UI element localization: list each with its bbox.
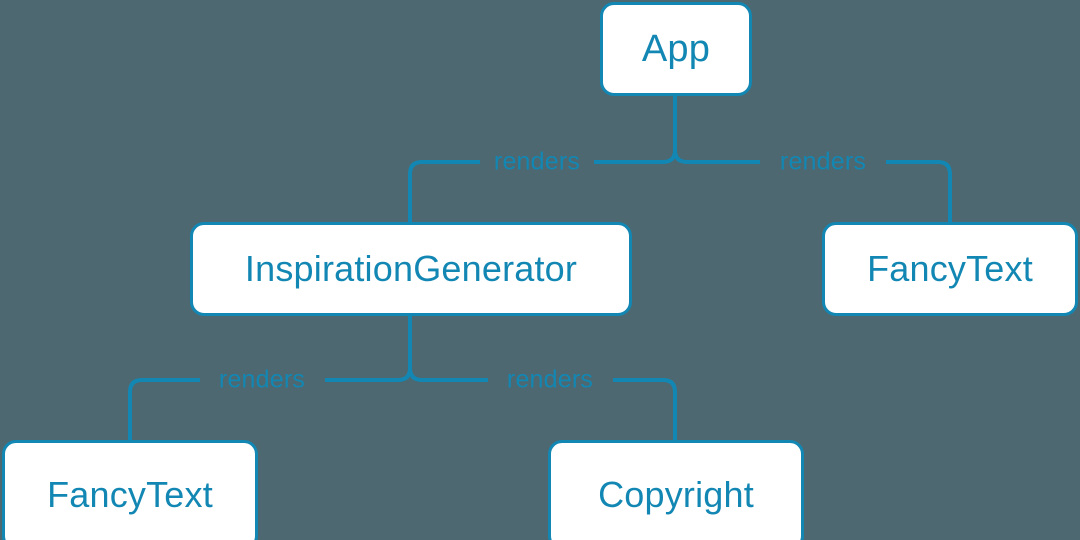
node-app[interactable]: App: [600, 2, 752, 96]
node-fancytext-right[interactable]: FancyText: [822, 222, 1078, 316]
node-inspirationgenerator-label: InspirationGenerator: [244, 248, 578, 289]
node-app-label: App: [641, 28, 711, 70]
node-inspirationgenerator[interactable]: InspirationGenerator: [190, 222, 632, 316]
edge-label-inspirationgenerator-copyright: renders: [506, 365, 594, 394]
edge-label-app-fancytext: renders: [779, 147, 867, 176]
edge-app-to-fancytext-right: [886, 160, 952, 222]
edge-label-inspirationgenerator-fancytext: renders: [218, 365, 306, 394]
edge-app-trunk-left: [662, 149, 677, 164]
node-fancytext-bottom[interactable]: FancyText: [2, 440, 258, 540]
edge-label-app-inspirationgenerator: renders: [493, 147, 581, 176]
edge-app-to-inspirationgenerator-right: [408, 160, 480, 222]
node-copyright-label: Copyright: [598, 474, 754, 515]
node-fancytext-bottom-label: FancyText: [47, 474, 213, 515]
node-fancytext-right-label: FancyText: [867, 248, 1033, 289]
edge-inspirationgenerator-to-copyright-right: [613, 378, 677, 440]
edge-inspirationgenerator-trunk-left: [397, 367, 412, 382]
edge-inspirationgenerator-to-fancytext-left: [128, 378, 200, 440]
node-copyright[interactable]: Copyright: [548, 440, 804, 540]
